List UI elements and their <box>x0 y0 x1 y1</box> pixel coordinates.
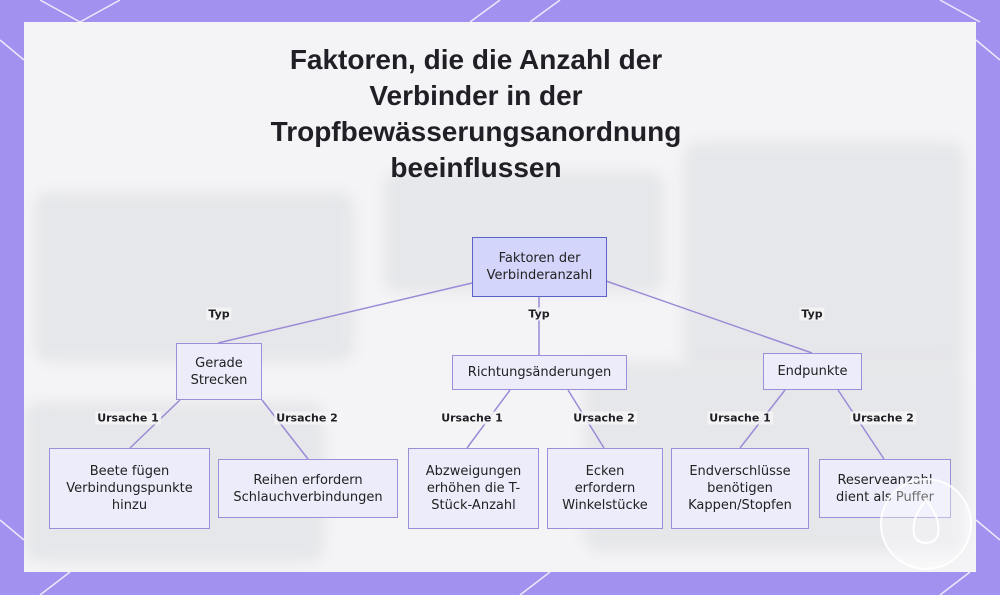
edge-label-type-direction: Typ <box>526 307 552 321</box>
node-endpoints-cause1-label: Endverschlüsse benötigen Kappen/Stopfen <box>688 464 792 513</box>
edge-straight-cause2 <box>261 399 309 460</box>
edge-label-straight-cause1: Ursache 1 <box>95 411 161 425</box>
edge-label-endpoints-cause1: Ursache 1 <box>707 411 773 425</box>
node-straight-runs-label: Gerade Strecken <box>190 355 248 388</box>
node-endpoints: Endpunkte <box>763 353 862 390</box>
edge-label-endpoints-cause2: Ursache 2 <box>850 411 916 425</box>
node-straight-cause1-label: Beete fügen Verbindungspunkte hinzu <box>66 464 193 513</box>
node-straight-runs: Gerade Strecken <box>176 343 262 400</box>
node-direction-cause1-label: Abzweigungen erhöhen die T-Stück-Anzahl <box>425 464 522 513</box>
node-straight-cause2-label: Reihen erfordern Schlauchverbindungen <box>233 472 383 505</box>
node-direction-cause2: Ecken erfordern Winkelstücke <box>547 448 663 529</box>
node-direction-changes-label: Richtungsänderungen <box>467 365 612 380</box>
edge-label-direction-cause2: Ursache 2 <box>571 411 637 425</box>
node-endpoints-label: Endpunkte <box>777 364 848 379</box>
edge-endpoints-cause2 <box>837 389 885 460</box>
node-endpoints-cause1: Endverschlüsse benötigen Kappen/Stopfen <box>671 448 809 529</box>
diagram-title: Faktoren, die die Anzahl der Verbinder i… <box>270 44 682 183</box>
node-root: Faktoren der Verbinderanzahl <box>472 237 607 297</box>
node-direction-cause1: Abzweigungen erhöhen die T-Stück-Anzahl <box>408 448 539 529</box>
node-direction-changes: Richtungsänderungen <box>452 355 627 390</box>
edge-root-straight <box>217 282 473 344</box>
node-straight-cause2: Reihen erfordern Schlauchverbindungen <box>218 459 398 518</box>
edge-root-endpoints <box>605 280 813 354</box>
edge-label-direction-cause1: Ursache 1 <box>439 411 505 425</box>
node-root-label: Faktoren der Verbinderanzahl <box>486 251 593 283</box>
edge-label-type-endpoints: Typ <box>799 307 825 321</box>
edge-label-type-straight: Typ <box>206 307 232 321</box>
watermark-badge-icon <box>880 478 972 570</box>
node-direction-cause2-label: Ecken erfordern Winkelstücke <box>562 464 648 513</box>
node-straight-cause1: Beete fügen Verbindungspunkte hinzu <box>49 448 210 529</box>
edge-label-straight-cause2: Ursache 2 <box>274 411 340 425</box>
